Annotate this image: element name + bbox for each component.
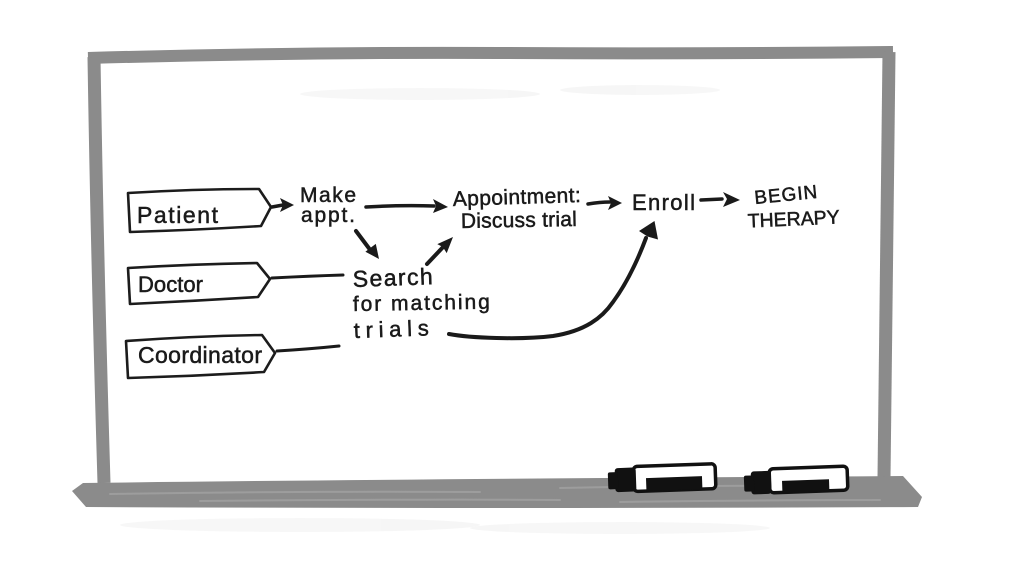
- svg-text:Appointment:: Appointment:: [452, 184, 581, 211]
- svg-text:THERAPY: THERAPY: [747, 207, 840, 233]
- svg-text:appt.: appt.: [301, 204, 355, 227]
- svg-text:Discuss trial: Discuss trial: [461, 208, 577, 233]
- svg-text:Doctor: Doctor: [138, 272, 203, 297]
- svg-text:Search: Search: [352, 263, 433, 292]
- svg-text:Coordinator: Coordinator: [138, 342, 262, 368]
- svg-text:for matching: for matching: [353, 291, 490, 316]
- svg-text:Patient: Patient: [137, 202, 219, 228]
- svg-text:Enroll: Enroll: [632, 190, 695, 215]
- svg-text:Make: Make: [300, 184, 356, 207]
